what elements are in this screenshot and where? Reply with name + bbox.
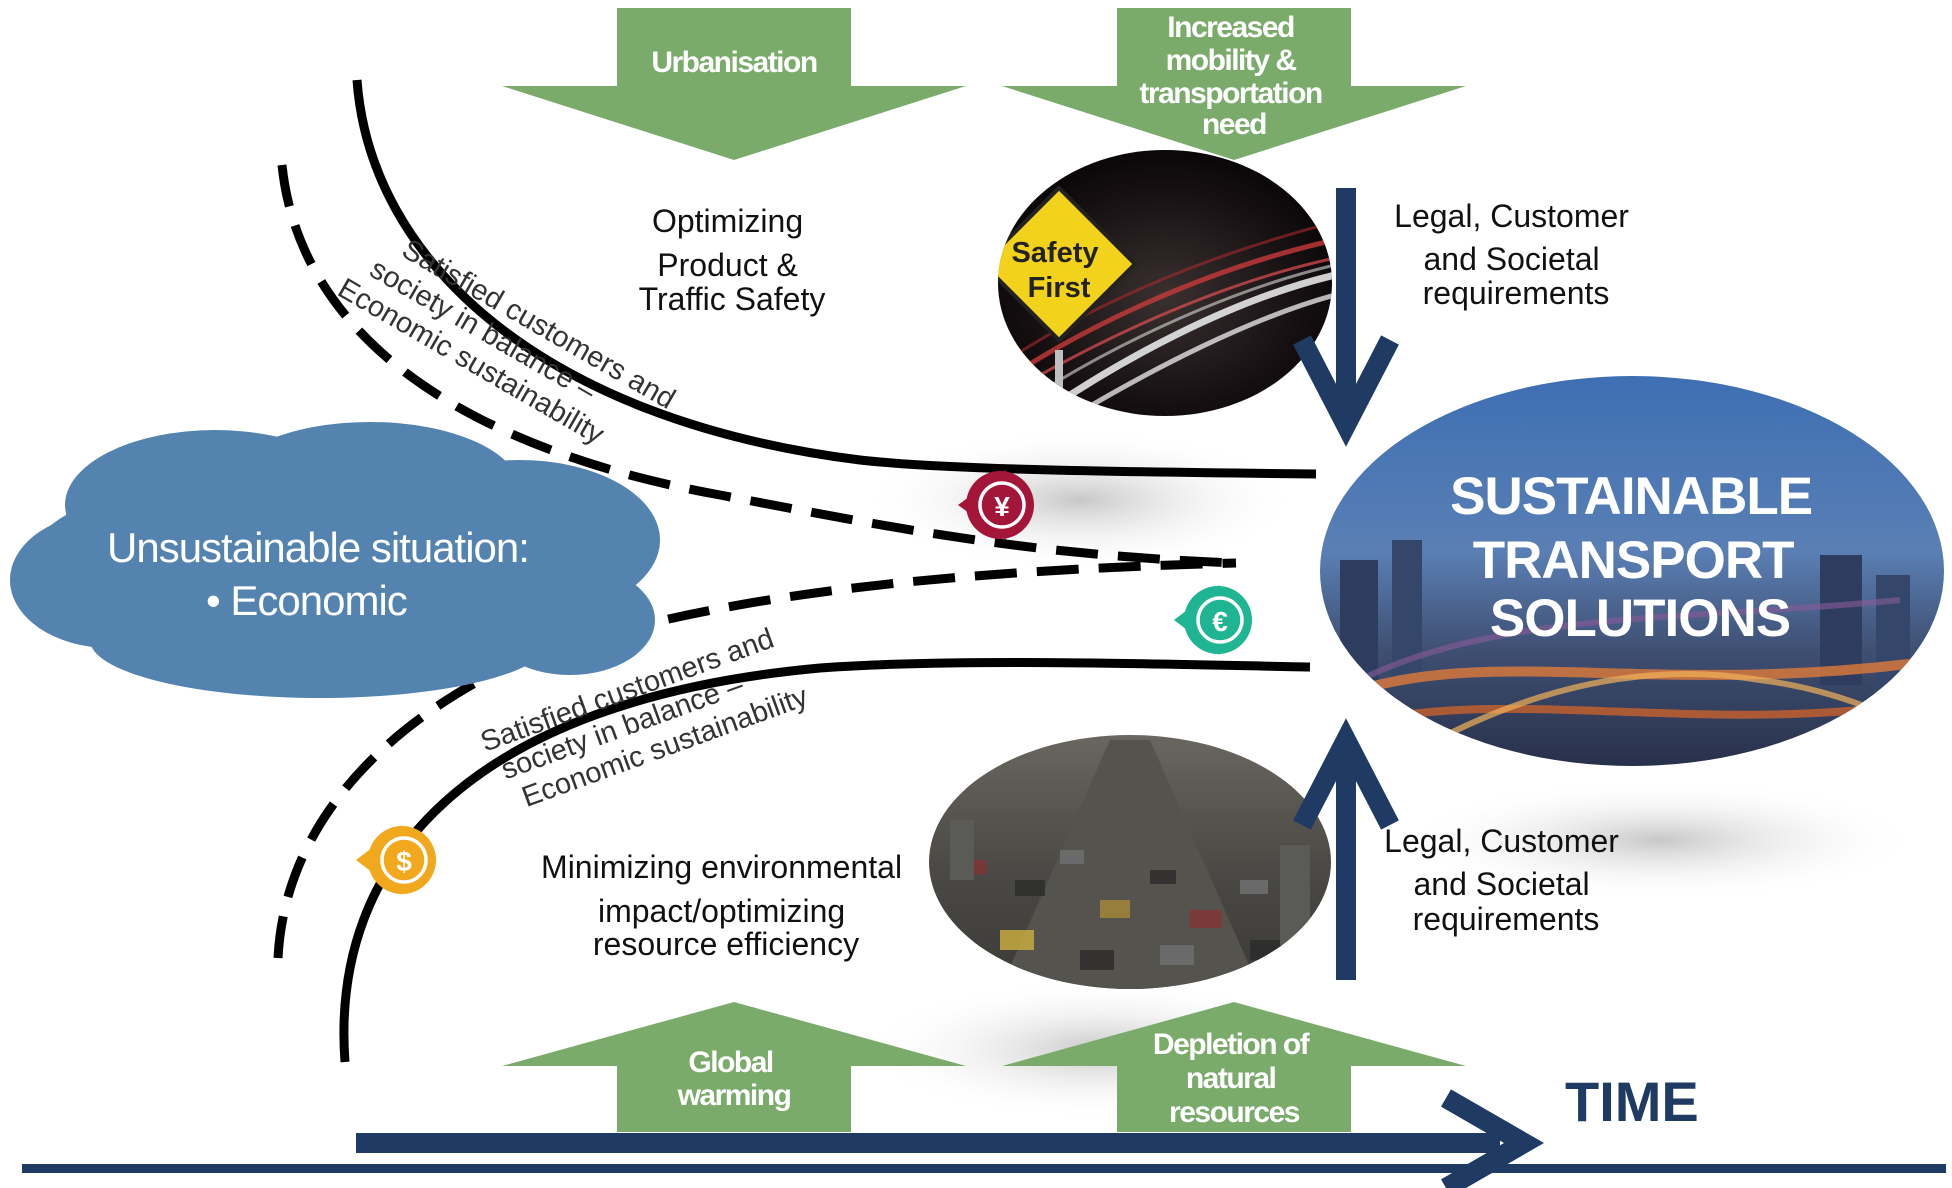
upper-solid-curve — [352, 79, 1317, 479]
baseline-rule — [22, 1164, 1946, 1173]
safety-road-image: Safety First — [998, 150, 1332, 416]
safety-sign-text: Safety First — [1011, 237, 1106, 304]
depletion-arrow-label: Depletion of natural resources — [1153, 1028, 1315, 1129]
image-shadow — [1400, 780, 1920, 900]
yen-icon: ¥ — [958, 470, 1034, 540]
urbanisation-arrow-label: Urbanisation — [651, 46, 817, 79]
global-warming-arrow-label: Global warming — [677, 1046, 791, 1112]
urbanisation-arrow — [502, 8, 966, 160]
svg-text:¥: ¥ — [994, 491, 1010, 522]
requirements-bottom-text: Legal, Customer and Societal requirement… — [1384, 823, 1628, 937]
sustainable-transport-title: SUSTAINABLE TRANSPORT SOLUTIONS — [1450, 467, 1826, 648]
optimizing-safety-text: Optimizing Product & Traffic Safety — [639, 203, 826, 317]
dollar-icon: $ — [356, 825, 436, 895]
mobility-arrow-label: Increased mobility & transportation need — [1139, 11, 1328, 141]
unsustainable-cloud — [10, 422, 660, 698]
global-warming-arrow — [502, 1002, 966, 1132]
svg-text:$: $ — [396, 846, 412, 877]
sustainable-transport-image — [1320, 376, 1944, 766]
time-label: TIME — [1565, 1070, 1699, 1133]
depletion-arrow — [1002, 1002, 1466, 1132]
requirements-up-arrow — [1293, 718, 1399, 980]
minimizing-environment-text: Minimizing environmental impact/optimizi… — [541, 849, 911, 962]
euro-icon: € — [1174, 585, 1252, 655]
requirements-down-arrow — [1293, 188, 1399, 447]
cloud-title: Unsustainable situation: — [107, 524, 529, 571]
lower-solid-curve — [339, 657, 1311, 1063]
mobility-arrow — [1002, 8, 1466, 160]
requirements-top-text: Legal, Customer and Societal requirement… — [1394, 198, 1638, 311]
smog-traffic-image — [929, 735, 1331, 989]
svg-text:€: € — [1212, 606, 1228, 637]
upper-dashed-curve — [277, 164, 1237, 568]
cloud-bullet: • Economic — [206, 577, 407, 624]
